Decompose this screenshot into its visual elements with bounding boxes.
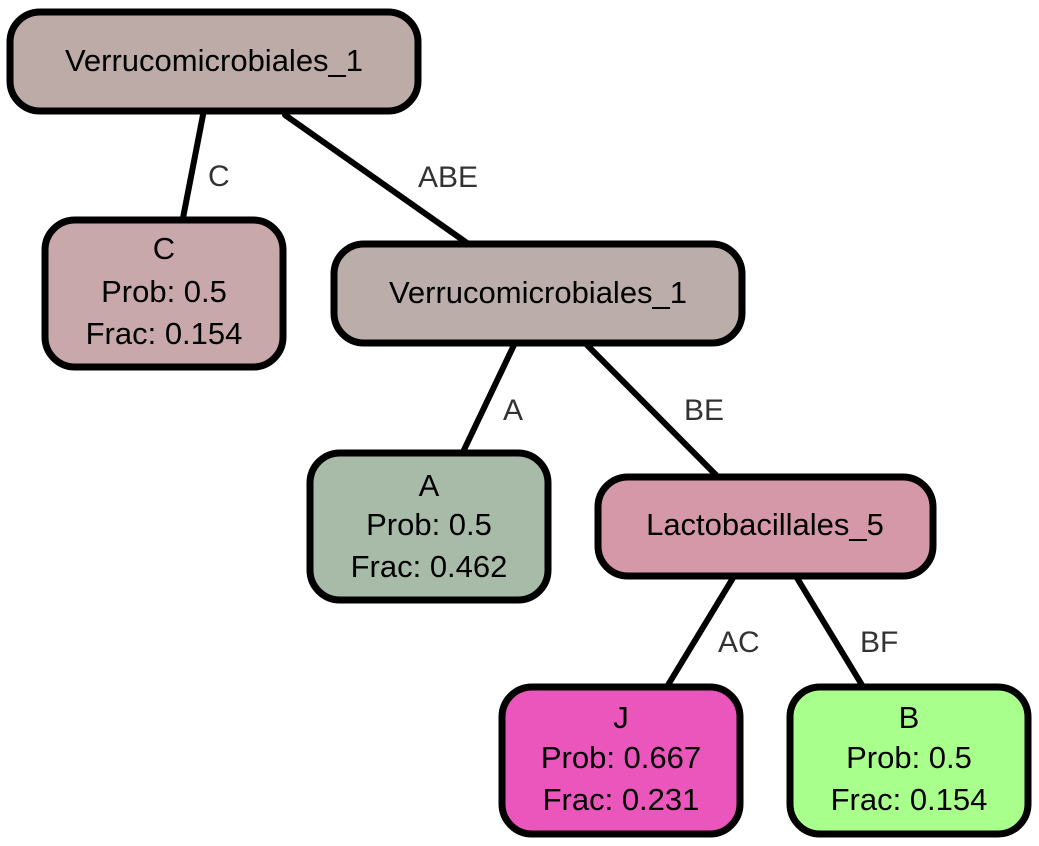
node-mid-box [330,240,746,347]
edge-label-root-c: C [208,160,230,193]
edge-label-root-mid: ABE [418,161,478,194]
edge-label-mid-a: A [503,394,523,427]
node-j-line-3: Frac: 0.231 [543,782,700,817]
node-a-box [306,449,552,604]
node-lac-box [594,473,937,580]
edge-mid-lac [584,342,719,478]
node-j-line-1: J [613,700,629,735]
node-c-line-3: Frac: 0.154 [86,316,243,351]
edge-root-mid [282,112,470,246]
node-b-line-2: Prob: 0.5 [846,740,972,775]
edge-label-lac-b: BF [860,626,898,659]
node-b: B Prob: 0.5 Frac: 0.154 [786,683,1032,838]
node-mid: Verrucomicrobiales_1 [330,240,746,347]
node-c-line-2: Prob: 0.5 [101,274,227,309]
node-j: J Prob: 0.667 Frac: 0.231 [498,683,744,838]
edge-root-c [180,112,206,221]
node-lac-line-1: Lactobacillales_5 [646,507,884,542]
node-b-line-3: Frac: 0.154 [831,782,988,817]
node-b-box [786,683,1032,838]
node-root-line-1: Verrucomicrobiales_1 [65,43,363,78]
edge-label-mid-lac: BE [684,394,724,427]
node-a: A Prob: 0.5 Frac: 0.462 [306,449,552,604]
edge-mid-a [460,342,517,455]
node-c-line-1: C [153,231,175,266]
node-j-line-2: Prob: 0.667 [541,740,701,775]
edge-label-lac-j: AC [718,626,760,659]
node-a-line-3: Frac: 0.462 [351,549,508,584]
node-root: Verrucomicrobiales_1 [6,8,422,115]
node-c-box [41,216,287,371]
node-c: C Prob: 0.5 Frac: 0.154 [41,216,287,371]
edge-lac-b [794,575,865,688]
node-a-line-2: Prob: 0.5 [366,507,492,542]
edges [180,112,865,688]
node-a-line-1: A [419,468,440,503]
node-mid-line-1: Verrucomicrobiales_1 [389,275,687,310]
node-root-box [6,8,422,115]
edge-lac-j [665,575,736,688]
node-lac: Lactobacillales_5 [594,473,937,580]
node-j-box [498,683,744,838]
node-b-line-1: B [899,700,920,735]
